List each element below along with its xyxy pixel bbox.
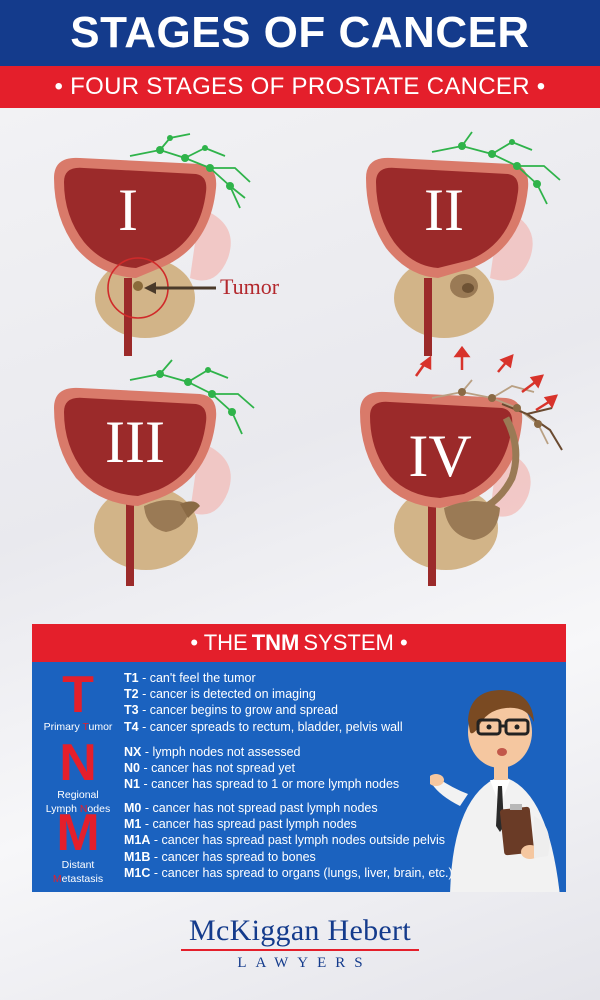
tnm-def-row: T2 - cancer is detected on imaging xyxy=(124,687,316,702)
tnm-caption-n-line1: Regional xyxy=(57,789,99,801)
tnm-letter-t: T xyxy=(62,666,94,724)
tnm-caption-t: Primary Tumor xyxy=(43,721,113,733)
tnm-group-n-definitions: NX - lymph nodes not assessed N0 - cance… xyxy=(124,744,504,793)
tnm-group-m-definitions: M0 - cancer has not spread past lymph no… xyxy=(124,800,504,881)
tnm-group-m-letter-col: M Distant Metastasis xyxy=(32,804,124,886)
stage-2-numeral: II xyxy=(424,177,464,243)
tnm-caption-n-line2: Lymph Nodes xyxy=(45,803,111,815)
page-title: STAGES OF CANCER xyxy=(70,8,530,57)
tnm-panel: • THE TNM SYSTEM • T Primary Tumor T1 - … xyxy=(32,624,566,892)
tnm-group-t-letter-col: T Primary Tumor xyxy=(32,666,124,734)
tnm-def-row: N1 - cancer has spread to 1 or more lymp… xyxy=(124,777,400,792)
subheader-banner: • FOUR STAGES OF PROSTATE CANCER • xyxy=(0,66,600,108)
tnm-def-row: M1B - cancer has spread to bones xyxy=(124,849,316,864)
tnm-def-row: M1A - cancer has spread past lymph nodes… xyxy=(124,833,446,848)
tnm-def-row: M1C - cancer has spread to organs (lungs… xyxy=(124,865,453,880)
tnm-def-row: N0 - cancer has not spread yet xyxy=(124,761,295,776)
tnm-def-row: M0 - cancer has not spread past lymph no… xyxy=(124,801,378,815)
tnm-letter-m: M xyxy=(56,804,100,862)
firm-logo-rule xyxy=(181,949,419,951)
tnm-def-row: M1 - cancer has spread past lymph nodes xyxy=(124,817,357,832)
firm-logo: McKiggan Hebert LAWYERS xyxy=(0,914,600,984)
stage-4-illustration: IV xyxy=(352,345,592,588)
tnm-title-prefix: • THE xyxy=(190,630,248,655)
page-subtitle: • FOUR STAGES OF PROSTATE CANCER • xyxy=(54,73,546,100)
stage-2-svg: II xyxy=(366,131,561,356)
stage-1-illustration: I Tumor xyxy=(40,133,280,368)
stage-4-svg: IV xyxy=(360,345,563,586)
stage-1-numeral: I xyxy=(118,177,138,243)
firm-logo-name: McKiggan Hebert xyxy=(189,914,411,947)
tnm-group-n-letter-col: N Regional Lymph Nodes xyxy=(32,734,124,816)
tnm-def-row: T1 - can't feel the tumor xyxy=(124,671,256,685)
tumor-label: Tumor xyxy=(220,274,280,299)
header-banner: STAGES OF CANCER xyxy=(0,0,600,66)
tnm-caption-m-line1: Distant xyxy=(61,859,95,871)
doctor-illustration xyxy=(428,676,566,892)
tnm-group-t-definitions: T1 - can't feel the tumor T2 - cancer is… xyxy=(124,670,504,735)
tnm-letter-n: N xyxy=(59,734,97,792)
stage-3-illustration: III xyxy=(40,359,280,598)
tnm-def-row: NX - lymph nodes not assessed xyxy=(124,745,301,759)
tnm-def-row: T3 - cancer begins to grow and spread xyxy=(124,703,339,718)
tnm-title-bold: TNM xyxy=(251,630,300,655)
tnm-def-row: T4 - cancer spreads to rectum, bladder, … xyxy=(124,719,403,734)
stage-3-numeral: III xyxy=(105,409,165,475)
tnm-caption-m-line2: Metastasis xyxy=(52,873,104,885)
tnm-title: • THE TNM SYSTEM • xyxy=(32,624,566,662)
stage-3-svg: III xyxy=(54,359,255,586)
tnm-title-suffix: SYSTEM • xyxy=(303,630,408,655)
doctor-svg xyxy=(428,690,560,892)
stage-2-illustration: II xyxy=(352,131,592,368)
stage-1-svg: I Tumor xyxy=(54,133,280,356)
firm-logo-sub: LAWYERS xyxy=(237,955,372,971)
stage-4-numeral: IV xyxy=(408,423,471,489)
